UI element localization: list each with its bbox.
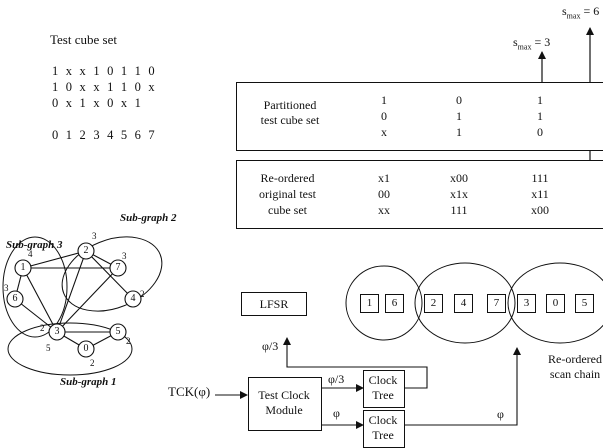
test-clock-module-label-0: Test Clock (258, 388, 310, 402)
scan-cell: 7 (487, 294, 506, 313)
scan-cell: 1 (360, 294, 379, 313)
edge-weight: 3 (92, 231, 97, 241)
scan-cell: 3 (517, 294, 536, 313)
test-clock-module-box (248, 377, 322, 431)
partitioned-label-0: Partitioned (263, 98, 317, 112)
reordered-cell: x11 (531, 187, 549, 201)
subgraph1-label: Sub-graph 1 (60, 376, 117, 388)
clock-tree-2-label-0: Clock (368, 413, 398, 427)
clock-tree-1-label-1: Tree (372, 388, 394, 402)
scan-cell: 6 (385, 294, 404, 313)
partitioned-cell: 0 (381, 109, 387, 123)
scan-chain-label-1: scan chain (549, 367, 601, 381)
smax6-label: smax = 6 (562, 4, 600, 21)
scan-chain-label-0: Re-ordered (548, 352, 602, 366)
clock-wires (215, 337, 521, 429)
reordered-cell: x1x (450, 187, 468, 201)
phi3-label-lfsr: φ/3 (262, 339, 279, 353)
graph-node-label: 6 (12, 293, 18, 304)
edge-weight: 3 (122, 251, 127, 261)
partitioned-cell: 1 (456, 109, 462, 123)
clock-tree-2-label-1: Tree (372, 428, 394, 442)
reordered-label-0: Re-ordered (260, 171, 315, 185)
subgraph3-label: Sub-graph 3 (6, 239, 63, 251)
tck-label: TCK(φ) (168, 384, 211, 399)
graph-node-label: 5 (115, 326, 121, 337)
partitioned-table (236, 82, 603, 151)
partitioned-cell: 1 (537, 93, 543, 107)
edge-weight: 2 (40, 323, 45, 333)
edge-weight: 2 (126, 336, 131, 346)
scan-group-circle-3 (507, 262, 603, 344)
graph-node-label: 2 (83, 245, 89, 256)
subgraph2-ellipse (61, 236, 163, 312)
reordered-cell: 00 (378, 187, 390, 201)
phi-label-scan: φ (497, 407, 504, 421)
cube-row-0: 1 x x 1 0 1 1 0 (52, 64, 157, 78)
graph-node-label: 1 (20, 262, 26, 273)
reordered-label-1: original test (259, 187, 316, 201)
cube-index: 0 1 2 3 4 5 6 7 (52, 128, 157, 142)
scan-group-circle-2 (414, 262, 516, 344)
edge-weight: 4 (28, 249, 33, 259)
partitioned-cell: 1 (456, 125, 462, 139)
cube-row-2: 0 x 1 x 0 x 1 (52, 96, 144, 110)
scan-group-circle-1 (345, 265, 423, 341)
graph-node-label: 4 (130, 293, 136, 304)
subgraph2-label: Sub-graph 2 (120, 212, 177, 224)
lfsr-box: LFSR (241, 292, 307, 316)
partitioned-cell: 0 (537, 125, 543, 139)
reordered-label-2: cube set (268, 203, 307, 217)
reordered-cell: x00 (531, 203, 549, 217)
edge-weight: 5 (46, 343, 51, 353)
clock-tree-box-1 (363, 370, 405, 408)
edge-weight: 2 (90, 358, 95, 368)
scan-cell: 5 (575, 294, 594, 313)
graph-node-label: 3 (54, 326, 60, 337)
partitioned-label-1: test cube set (260, 113, 320, 127)
edge-weight: 3 (4, 283, 9, 293)
graph-node-label: 7 (115, 262, 121, 273)
reordered-cell: x00 (450, 171, 468, 185)
subgraph3-ellipse (2, 236, 68, 338)
reordered-cell: 111 (531, 171, 549, 185)
scan-cell: 4 (454, 294, 473, 313)
clock-tree-1-label-0: Clock (368, 373, 398, 387)
scan-cell: 2 (424, 294, 443, 313)
graph-nodes (6, 242, 142, 358)
edge-weight: 2 (140, 289, 145, 299)
graph-node-label: 0 (83, 343, 89, 354)
partitioned-cell: 0 (456, 93, 462, 107)
partitioned-cell: x (381, 125, 387, 139)
phi3-label-module: φ/3 (328, 372, 345, 386)
reordered-cell: x1 (378, 171, 390, 185)
test-clock-module-label-1: Module (265, 403, 303, 417)
cube-title: Test cube set (50, 32, 117, 47)
partitioned-cell: 1 (381, 93, 387, 107)
reordered-cell: 111 (450, 203, 468, 217)
subgraph1-ellipse (7, 322, 133, 376)
reordered-cell: xx (378, 203, 390, 217)
lfsr-label: LFSR (259, 297, 289, 311)
phi-label-module: φ (333, 406, 340, 420)
reordered-table (236, 160, 603, 229)
cube-row-1: 1 0 x x 1 1 0 x (52, 80, 157, 94)
partitioned-cell: 1 (537, 109, 543, 123)
smax3-label: smax = 3 (513, 35, 551, 52)
scan-cell: 0 (546, 294, 565, 313)
